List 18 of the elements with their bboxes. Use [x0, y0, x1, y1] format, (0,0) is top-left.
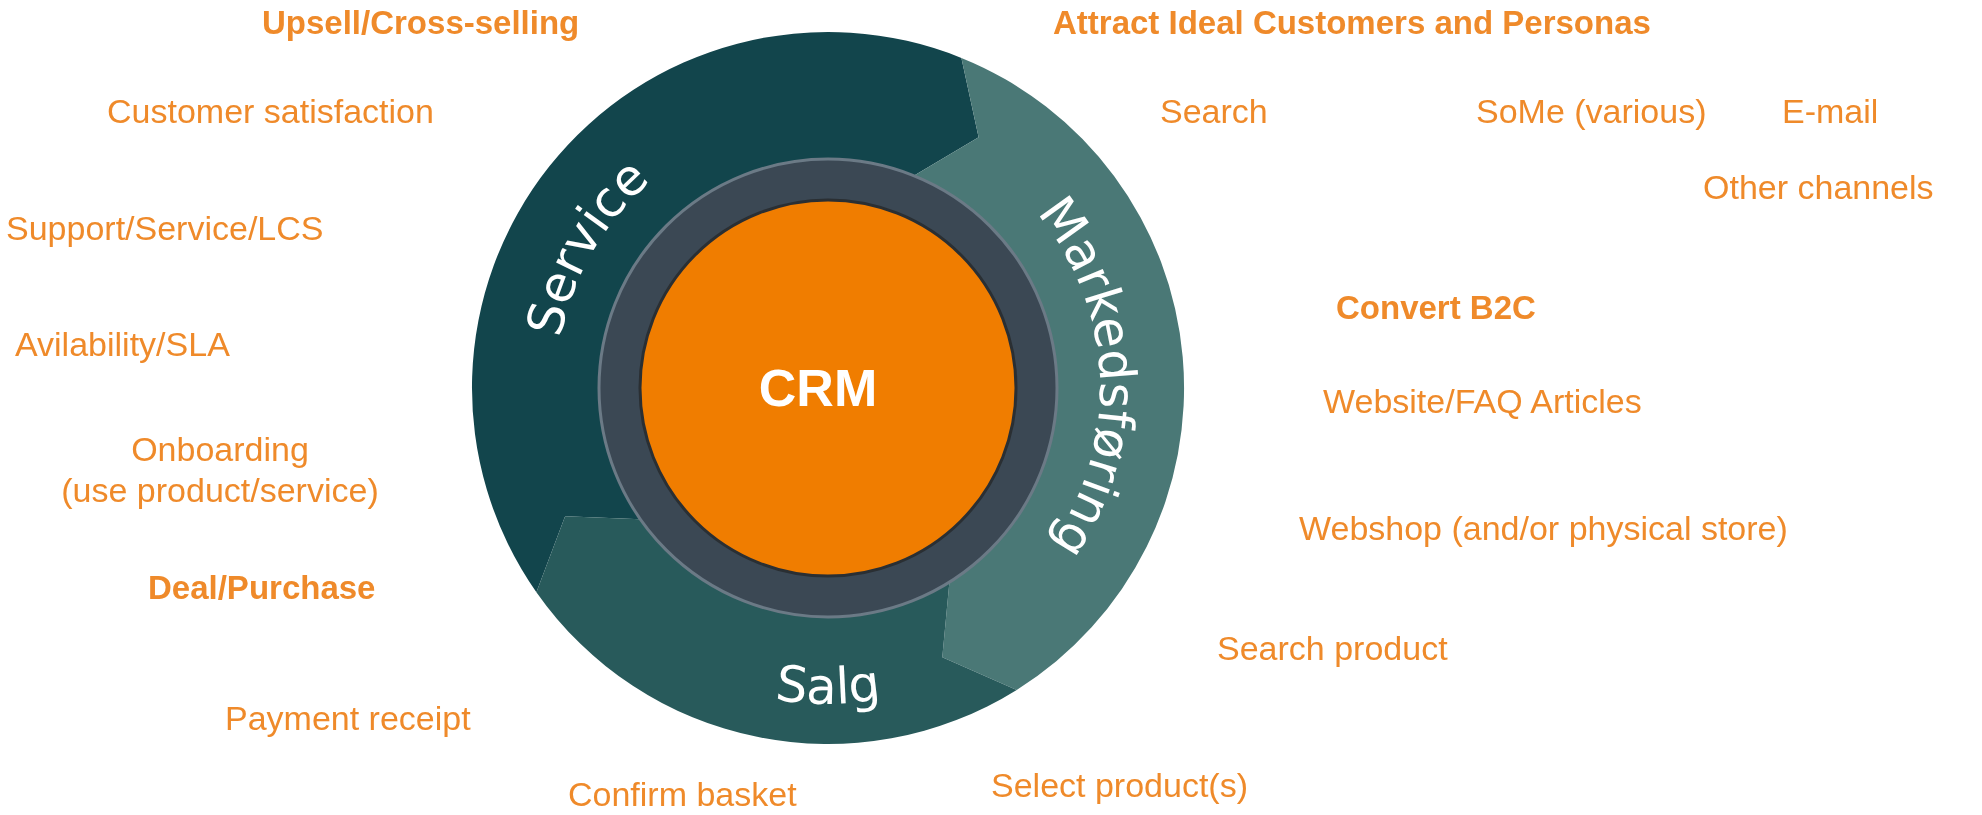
step-label: Other channels	[1703, 166, 1934, 208]
step-label: Webshop (and/or physical store)	[1299, 507, 1788, 549]
step-label: Onboarding (use product/service)	[60, 429, 380, 511]
step-label: Confirm basket	[568, 773, 797, 815]
stage-heading: Deal/Purchase	[148, 568, 376, 608]
step-label: Support/Service/LCS	[6, 207, 324, 249]
step-label: Customer satisfaction	[107, 90, 434, 132]
stage-heading: Convert B2C	[1336, 288, 1536, 328]
step-label: Payment receipt	[225, 697, 471, 739]
step-label: E-mail	[1782, 90, 1879, 132]
stage-heading: Attract Ideal Customers and Personas	[1053, 3, 1651, 43]
step-label: SoMe (various)	[1476, 90, 1707, 132]
step-label: Website/FAQ Articles	[1323, 380, 1642, 422]
sales-segment: Salg	[536, 516, 1017, 744]
step-label: Select product(s)	[991, 764, 1248, 806]
step-label: Avilability/SLA	[15, 323, 230, 365]
step-label: Search product	[1217, 627, 1448, 669]
center-circle: CRM	[638, 198, 1018, 578]
